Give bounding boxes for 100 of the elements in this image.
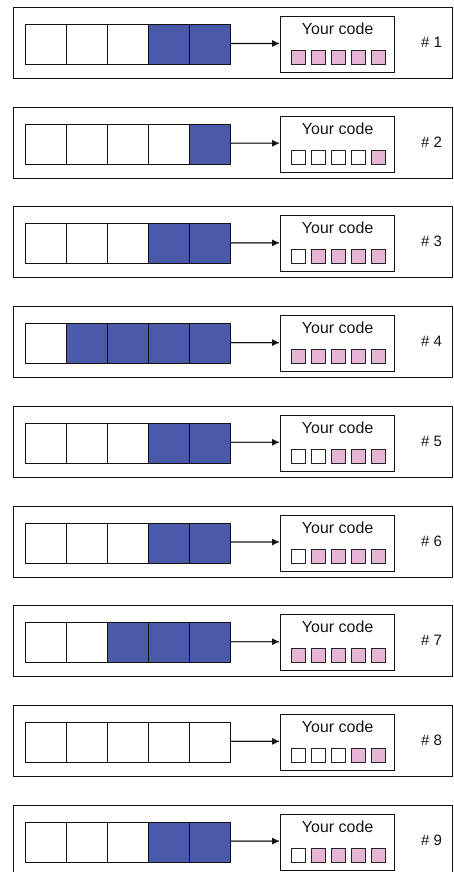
arrow	[230, 438, 279, 446]
status-square	[291, 448, 306, 464]
status-square	[311, 349, 326, 364]
buffer-cell	[107, 124, 149, 165]
status-square	[311, 249, 326, 264]
buffer-cell	[66, 223, 108, 264]
row-number: # 5	[421, 432, 442, 450]
row-number: # 7	[421, 632, 442, 650]
status-square	[331, 448, 346, 464]
row-number: # 1	[421, 34, 442, 51]
arrow	[230, 339, 279, 346]
box-title: Your code	[300, 520, 374, 538]
buffer-cell	[148, 522, 190, 564]
buffer-cell	[25, 422, 67, 464]
code-box	[280, 714, 395, 771]
buffer-cell	[25, 622, 67, 664]
row-panel	[13, 704, 453, 777]
status-square	[291, 648, 306, 664]
row-number: # 4	[421, 333, 442, 350]
status-square	[331, 150, 346, 165]
status-square	[371, 448, 386, 464]
row-panel	[13, 605, 453, 678]
buffer-cell	[66, 24, 108, 65]
code-box	[280, 116, 395, 173]
box-title: Your code	[300, 420, 374, 438]
status-square	[371, 249, 386, 264]
status-square	[351, 748, 366, 763]
buffer-cell	[148, 223, 190, 264]
status-square	[331, 349, 346, 364]
row-panel	[13, 106, 453, 179]
buffer-cell	[66, 522, 108, 564]
status-square	[351, 648, 366, 664]
arrow	[230, 538, 279, 546]
buffer-cell	[189, 822, 231, 863]
buffer-cell	[107, 223, 149, 264]
buffer-cell	[25, 24, 67, 65]
buffer-cell	[25, 323, 67, 364]
buffer-cell	[148, 323, 190, 364]
code-box	[280, 315, 395, 372]
buffer-cell	[148, 24, 190, 65]
row-number: # 3	[421, 233, 442, 250]
status-square	[331, 648, 346, 664]
code-box	[280, 16, 395, 73]
buffer-cell	[107, 522, 149, 564]
buffer-cell	[148, 622, 190, 664]
code-box	[280, 414, 395, 472]
arrow	[230, 239, 279, 246]
arrow	[230, 140, 279, 147]
status-square	[351, 349, 366, 364]
status-square	[291, 748, 306, 763]
row-panel	[13, 406, 453, 478]
buffer-cell	[189, 323, 231, 364]
buffer-cell	[189, 422, 231, 464]
code-box	[280, 614, 395, 672]
status-square	[371, 848, 386, 863]
buffer-cell	[189, 622, 231, 664]
status-square	[351, 249, 366, 264]
code-box	[280, 215, 395, 272]
box-title: Your code	[300, 120, 374, 139]
status-square	[351, 150, 366, 165]
buffer-cell	[189, 722, 231, 763]
status-square	[371, 748, 386, 763]
buffer-cell	[25, 124, 67, 165]
buffer-cell	[189, 522, 231, 564]
buffer-cell	[25, 722, 67, 763]
status-square	[291, 50, 306, 65]
box-title: Your code	[300, 818, 374, 837]
buffer-cell	[148, 422, 190, 464]
status-square	[331, 748, 346, 763]
status-square	[291, 548, 306, 564]
row-panel	[13, 206, 453, 278]
row-panel	[13, 7, 453, 79]
status-square	[371, 349, 386, 364]
status-square	[331, 548, 346, 564]
box-title: Your code	[300, 21, 374, 39]
box-title: Your code	[300, 718, 374, 737]
code-box	[280, 814, 395, 871]
buffer-cell	[148, 124, 190, 165]
buffer-cell	[107, 722, 149, 763]
buffer-cell	[189, 223, 231, 264]
status-square	[371, 50, 386, 65]
row-panel	[13, 306, 453, 378]
row-number: # 6	[421, 532, 442, 550]
buffer-cell	[66, 124, 108, 165]
buffer-cell	[25, 223, 67, 264]
status-square	[311, 748, 326, 763]
status-square	[351, 448, 366, 464]
buffer-cell	[107, 422, 149, 464]
buffer-cell	[66, 622, 108, 664]
status-square	[371, 150, 386, 165]
buffer-cell	[107, 822, 149, 863]
status-square	[291, 848, 306, 863]
buffer-cell	[66, 422, 108, 464]
status-square	[311, 50, 326, 65]
row-number: # 2	[421, 134, 442, 151]
status-square	[331, 848, 346, 863]
arrow	[230, 40, 279, 47]
status-square	[351, 848, 366, 863]
status-square	[291, 150, 306, 165]
arrow	[230, 738, 279, 745]
